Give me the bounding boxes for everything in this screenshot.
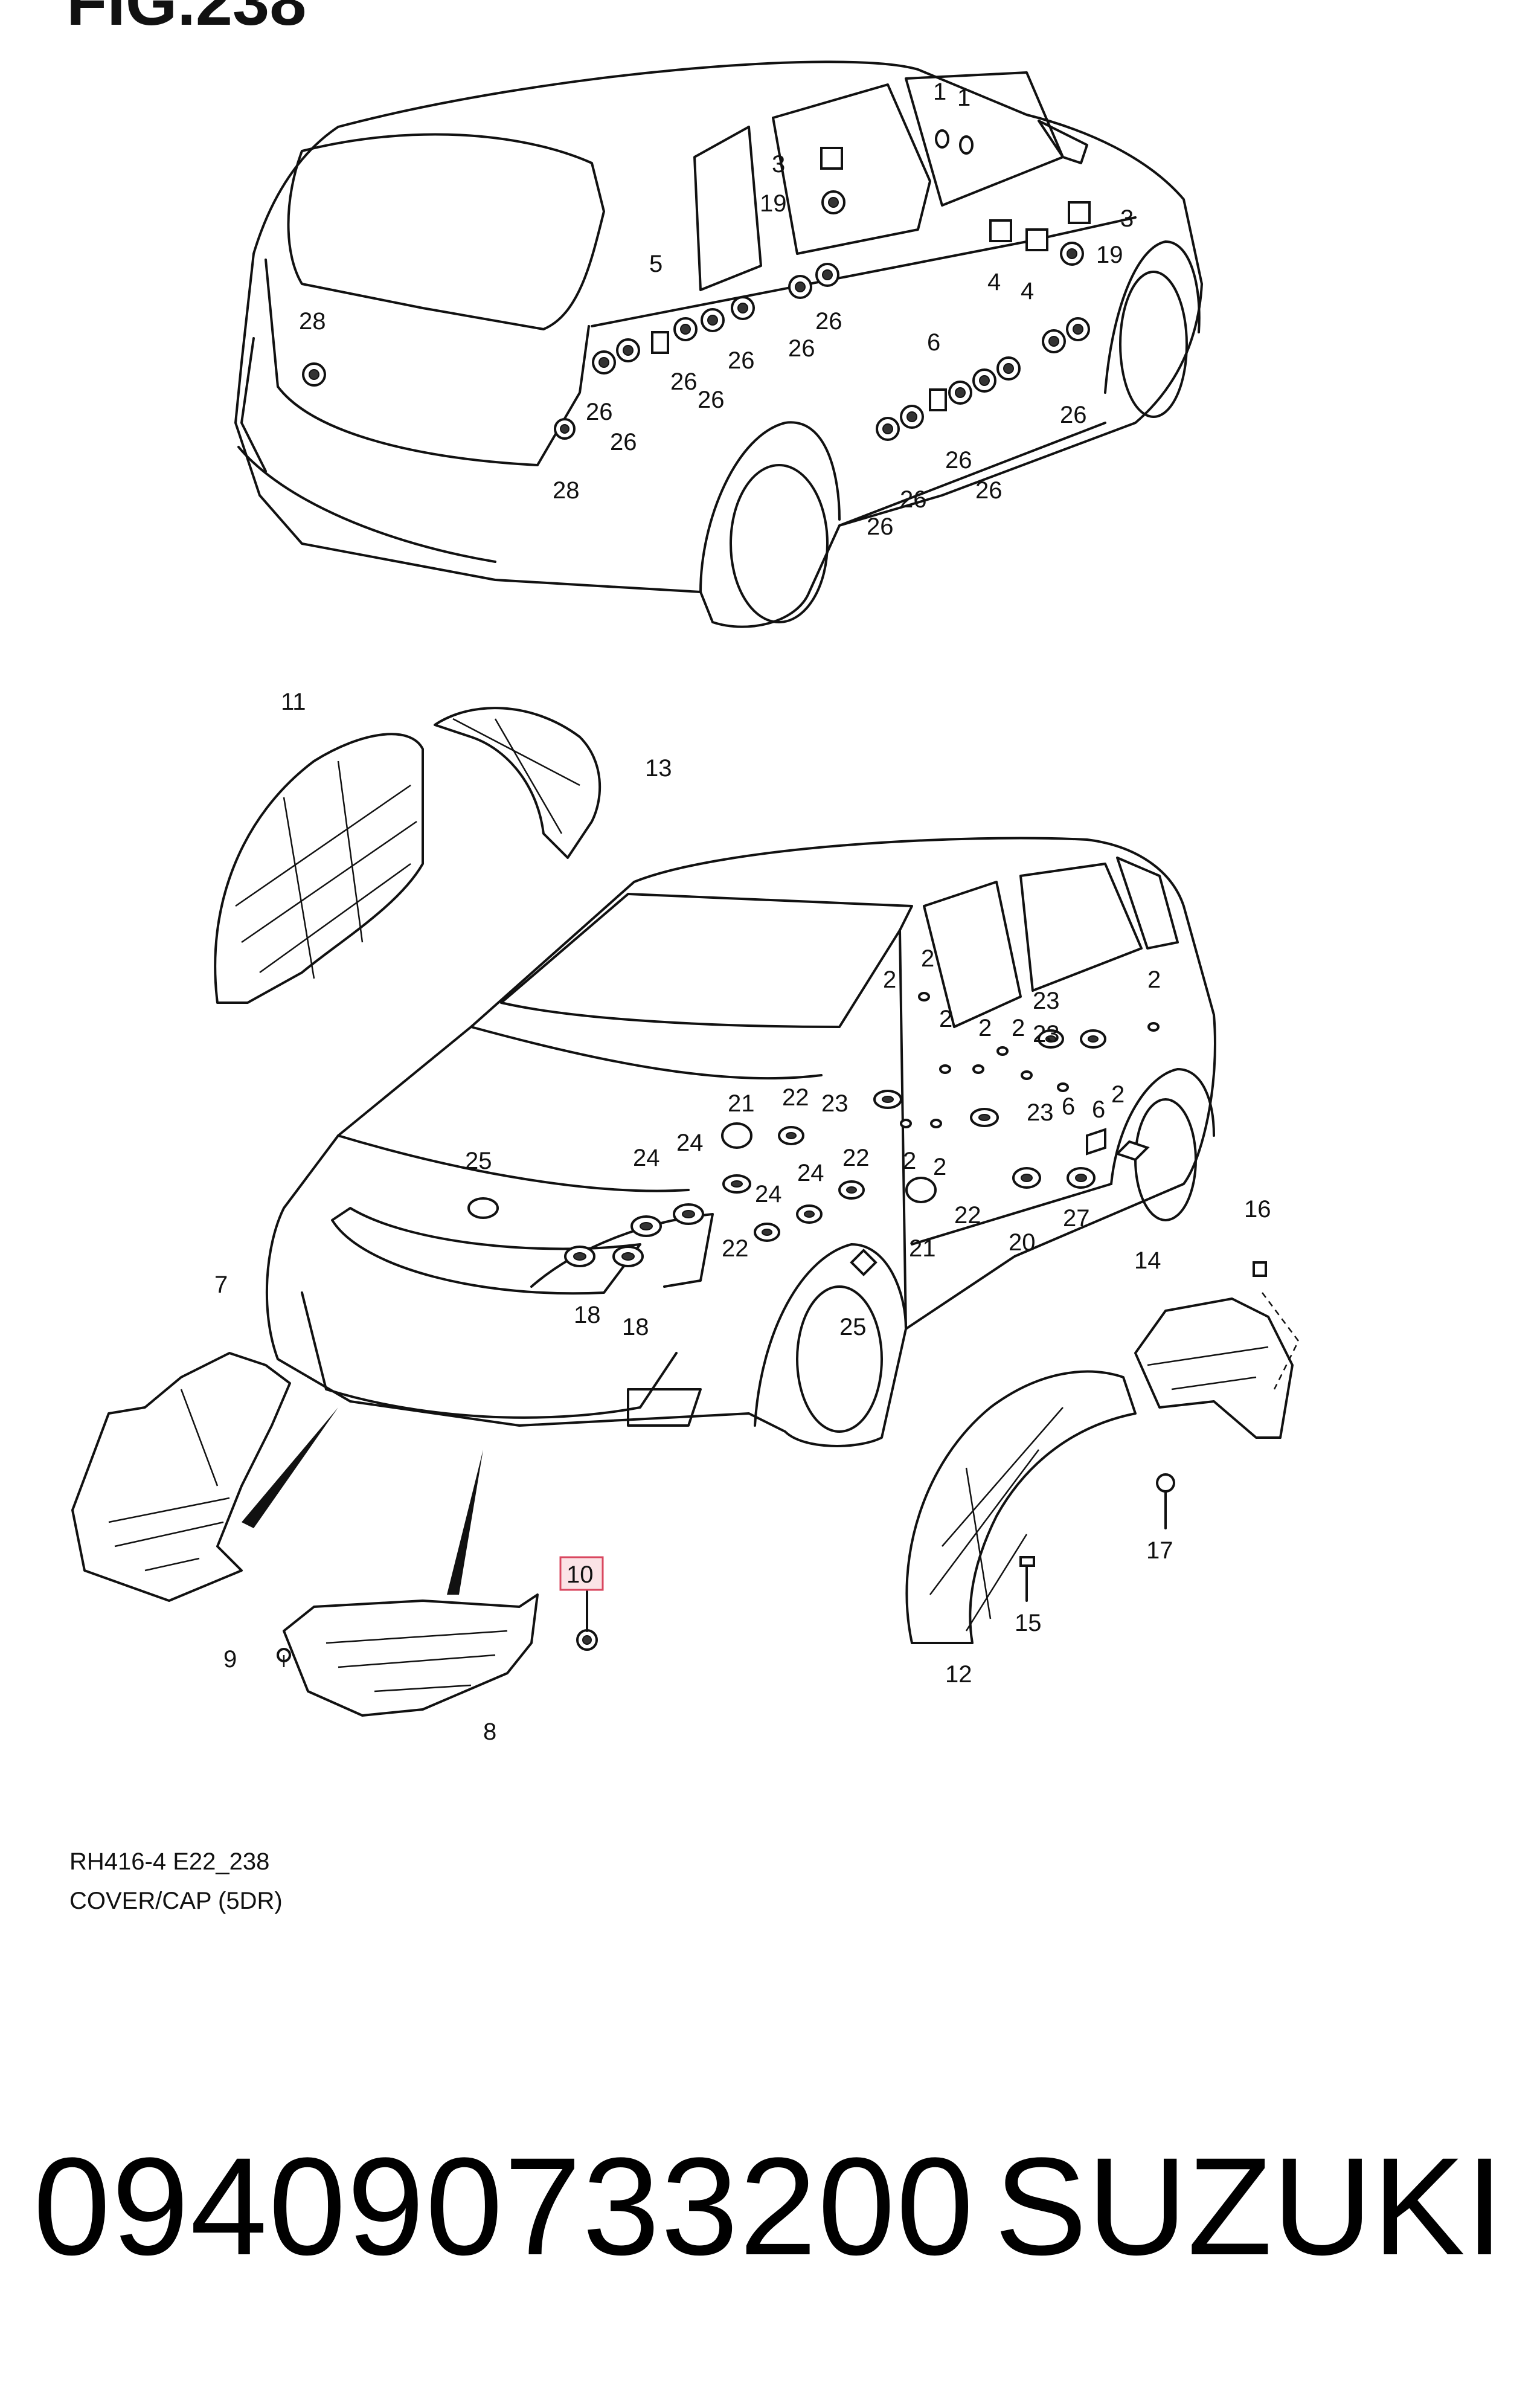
parts-diagram-sheet: FIG.238 (66, 0, 1300, 1914)
callout-22: 22 (722, 1235, 749, 1262)
brand-name: SUZUKI (994, 2129, 1504, 2284)
engine-under-cover-8 (283, 1593, 539, 1717)
bolt-9 (277, 1648, 291, 1667)
callout-2: 2 (978, 1015, 992, 1041)
callout-23: 23 (1027, 1099, 1054, 1126)
callout-1: 1 (933, 79, 946, 105)
callout-11: 11 (281, 689, 306, 715)
callout-26: 26 (670, 368, 698, 395)
callout-24: 24 (797, 1160, 824, 1186)
rear-plugs (302, 129, 1091, 441)
callout-9: 9 (223, 1646, 237, 1673)
callout-26: 26 (586, 399, 613, 425)
callout-2: 2 (1147, 966, 1161, 993)
callout-18: 18 (574, 1302, 601, 1328)
front-fender-liner-12 (905, 1370, 1137, 1644)
rear-fender-liner-13 (434, 707, 602, 859)
bolt-10 (576, 1581, 598, 1651)
callout-26: 26 (867, 513, 894, 540)
callout-6: 6 (927, 329, 940, 356)
screw-15 (1019, 1556, 1035, 1602)
callout-2: 2 (883, 966, 896, 993)
callout-3: 3 (772, 151, 785, 178)
part-number: 094090733200 (33, 2129, 975, 2284)
callout-26: 26 (945, 447, 972, 474)
callout-8: 8 (483, 1718, 496, 1745)
callout-2: 2 (939, 1006, 952, 1032)
callout-26: 26 (815, 308, 842, 335)
callout-26: 26 (975, 477, 1003, 504)
callout-15: 15 (1015, 1610, 1042, 1636)
callout-6: 6 (1092, 1096, 1105, 1123)
callout-2: 2 (1012, 1015, 1025, 1041)
callout-21: 21 (909, 1235, 936, 1262)
callout-19: 19 (760, 190, 787, 217)
callout-labels: 1 1 3 3 19 19 4 4 5 6 28 28 26 26 26 26 … (214, 79, 1271, 1745)
callout-22: 22 (782, 1084, 809, 1111)
callout-17: 17 (1146, 1537, 1173, 1564)
callout-27: 27 (1063, 1205, 1090, 1232)
callout-5: 5 (649, 251, 663, 277)
callout-4: 4 (1021, 278, 1034, 304)
callout-26: 26 (698, 387, 725, 413)
callout-25: 25 (839, 1314, 867, 1340)
rear-fender-liner-11 (214, 733, 424, 1004)
callout-2: 2 (1111, 1081, 1125, 1108)
callout-23: 23 (1033, 1021, 1060, 1047)
figure-title: FIG.238 (66, 0, 307, 39)
callout-26: 26 (1060, 402, 1087, 428)
callout-2: 2 (921, 945, 934, 972)
front-car-illustration (242, 837, 1216, 1595)
callout-14: 14 (1134, 1247, 1161, 1274)
callout-25: 25 (465, 1148, 492, 1174)
callout-1: 1 (957, 85, 971, 111)
callout-4: 4 (987, 269, 1001, 295)
callout-16: 16 (1244, 1196, 1271, 1223)
callout-24: 24 (755, 1181, 782, 1207)
front-fender-liner-14 (1134, 1261, 1300, 1439)
callout-10: 10 (566, 1561, 594, 1588)
callout-2: 2 (903, 1148, 916, 1174)
callout-6: 6 (1062, 1093, 1075, 1120)
callout-3: 3 (1120, 205, 1134, 232)
callout-26: 26 (900, 486, 927, 513)
callout-18: 18 (622, 1314, 649, 1340)
exploded-parts-diagram: 1 1 3 3 19 19 4 4 5 6 28 28 26 26 26 26 … (71, 60, 1300, 1745)
callout-21: 21 (728, 1090, 755, 1117)
diagram-code: RH416-4 E22_238 (69, 1848, 270, 1875)
callout-13: 13 (645, 755, 672, 782)
callout-22: 22 (954, 1202, 981, 1229)
front-plugs (467, 992, 1160, 1276)
callout-24: 24 (676, 1130, 704, 1156)
callout-23: 23 (1033, 988, 1060, 1014)
screw-17 (1156, 1473, 1175, 1529)
callout-7: 7 (214, 1272, 228, 1298)
engine-under-cover-7 (71, 1352, 291, 1602)
callout-22: 22 (842, 1145, 870, 1171)
footer (0, 2005, 1540, 2392)
callout-23: 23 (821, 1090, 849, 1117)
callout-26: 26 (610, 429, 637, 455)
callout-26: 26 (728, 347, 755, 374)
callout-26: 26 (788, 335, 815, 362)
rear-car-illustration (234, 60, 1203, 628)
callout-12: 12 (945, 1661, 972, 1688)
highlight-box (559, 1556, 604, 1591)
callout-28: 28 (299, 308, 326, 335)
callout-24: 24 (633, 1145, 660, 1171)
diagram-name: COVER/CAP (5DR) (69, 1888, 283, 1914)
callout-19: 19 (1096, 242, 1123, 268)
callout-28: 28 (553, 477, 580, 504)
callout-20: 20 (1009, 1229, 1036, 1256)
callout-2: 2 (933, 1154, 946, 1180)
